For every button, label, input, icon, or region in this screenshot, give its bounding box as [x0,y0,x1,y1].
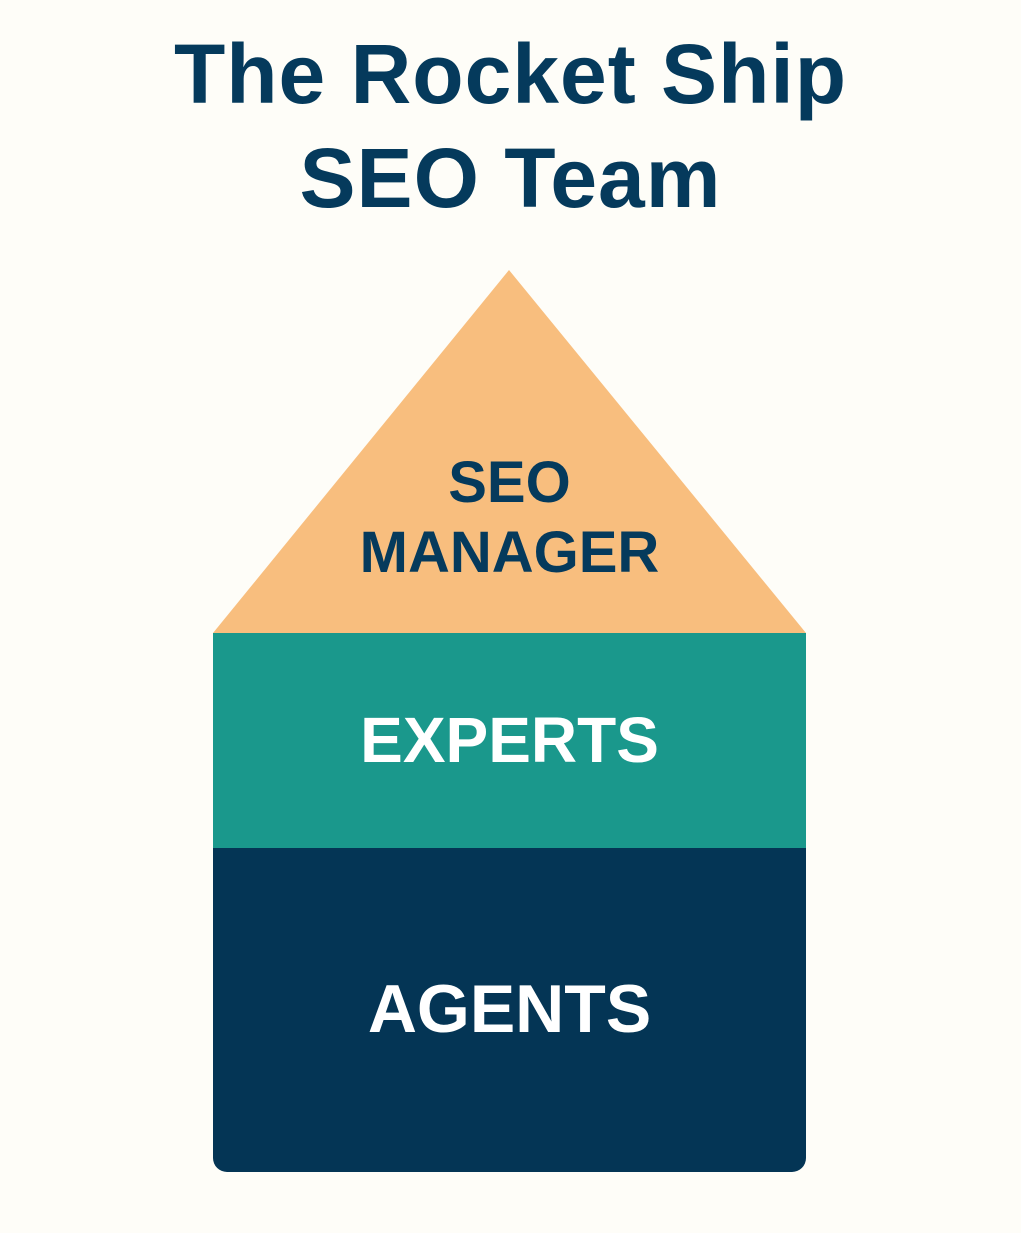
experts-tier-shape [213,633,806,848]
tier-label-line-2: MANAGER [359,520,660,585]
title-line-1: The Rocket Ship [173,27,848,121]
manager-tier-shape [213,270,806,633]
agents-tier-shape [213,848,806,1172]
page-title: The Rocket Ship SEO Team [0,22,1021,230]
tier-agents: AGENTS [367,971,652,1047]
tier-seo-manager: SEO MANAGER [213,448,806,588]
tier-label-line-1: SEO [448,450,571,515]
tier-experts: EXPERTS [360,704,659,776]
title-line-2: SEO Team [299,131,722,225]
